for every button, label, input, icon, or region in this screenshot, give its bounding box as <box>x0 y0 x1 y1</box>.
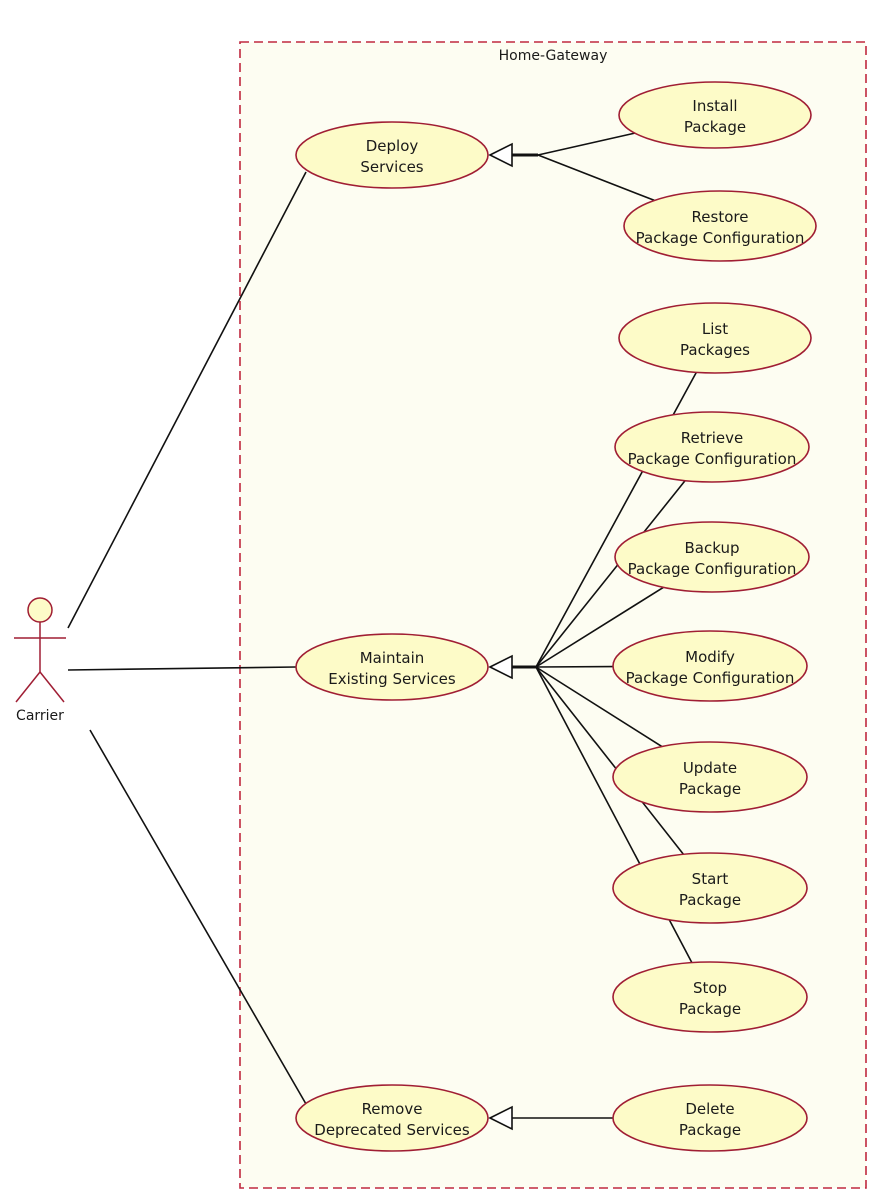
connector-lines <box>67 132 698 1131</box>
use-case-label-line2: Package <box>679 1000 741 1018</box>
use-case-ellipse <box>614 521 810 593</box>
use-case-label-line2: Services <box>360 158 423 176</box>
use-case-label-line2: Package Configuration <box>628 450 797 468</box>
use-case-ellipse <box>612 741 808 813</box>
use-case-label-line2: Package <box>679 891 741 909</box>
association-line-remove <box>89 729 307 1105</box>
use-case-label-line1: Modify <box>685 648 735 666</box>
use-case-label-line1: Remove <box>362 1100 423 1118</box>
use-case-ellipse <box>612 630 808 702</box>
use-case-label-line2: Packages <box>680 341 750 359</box>
use-case-label-line1: Stop <box>693 979 727 997</box>
use-case-label-line1: Retrieve <box>681 429 744 447</box>
use-case-label-line1: Update <box>683 759 737 777</box>
actor-right-leg <box>39 671 65 703</box>
generalization-arrowhead-maintain <box>488 654 513 680</box>
use-case-label-line2: Existing Services <box>328 670 456 688</box>
use-case-label-line2: Package Configuration <box>628 560 797 578</box>
use-case-label-line2: Package <box>684 118 746 136</box>
actor-carrier[interactable]: Carrier <box>14 597 66 724</box>
use-case-label-line2: Package <box>679 780 741 798</box>
generalization-arrowhead-deploy <box>488 142 513 168</box>
use-case-label-line2: Package Configuration <box>636 229 805 247</box>
use-case-label-line1: Restore <box>692 208 749 226</box>
generalization-line-update <box>535 666 663 748</box>
actor-label: Carrier <box>16 708 64 724</box>
use-case-label-line2: Package Configuration <box>626 669 795 687</box>
use-case-ellipse <box>612 852 808 924</box>
use-case-label-line2: Package <box>679 1121 741 1139</box>
use-case-label-line1: Backup <box>685 539 740 557</box>
use-case-ellipse <box>295 1084 489 1152</box>
use-case-label-line1: Delete <box>685 1100 734 1118</box>
generalization-line-retrieve <box>535 480 686 668</box>
use-case-ellipse <box>295 121 489 189</box>
use-case-ellipse <box>295 633 489 701</box>
actor-head <box>27 597 53 623</box>
actor-left-leg <box>15 671 41 703</box>
system-title: Home-Gateway <box>499 48 608 64</box>
generalization-line-start <box>535 666 685 855</box>
use-case-label-line1: Maintain <box>360 649 425 667</box>
use-case-label-line1: List <box>702 320 728 338</box>
use-case-ellipse <box>623 190 817 262</box>
use-case-label-line1: Deploy <box>366 137 419 155</box>
use-case-ellipse <box>612 961 808 1033</box>
use-case-label-line2: Deprecated Services <box>314 1121 470 1139</box>
use-case-ellipse <box>612 1084 808 1152</box>
generalization-arrowhead-remove <box>488 1105 513 1131</box>
generalization-line-backup <box>535 586 664 668</box>
use-case-label-line1: Start <box>692 870 729 888</box>
use-case-ellipse <box>614 411 810 483</box>
generalization-line-install <box>537 132 635 156</box>
association-line-deploy <box>67 171 307 629</box>
generalization-line-restore <box>537 154 655 202</box>
use-case-label-line1: Install <box>692 97 737 115</box>
use-case-ellipse <box>618 302 812 374</box>
use-case-ellipse <box>618 81 812 149</box>
association-line-maintain <box>67 666 297 671</box>
